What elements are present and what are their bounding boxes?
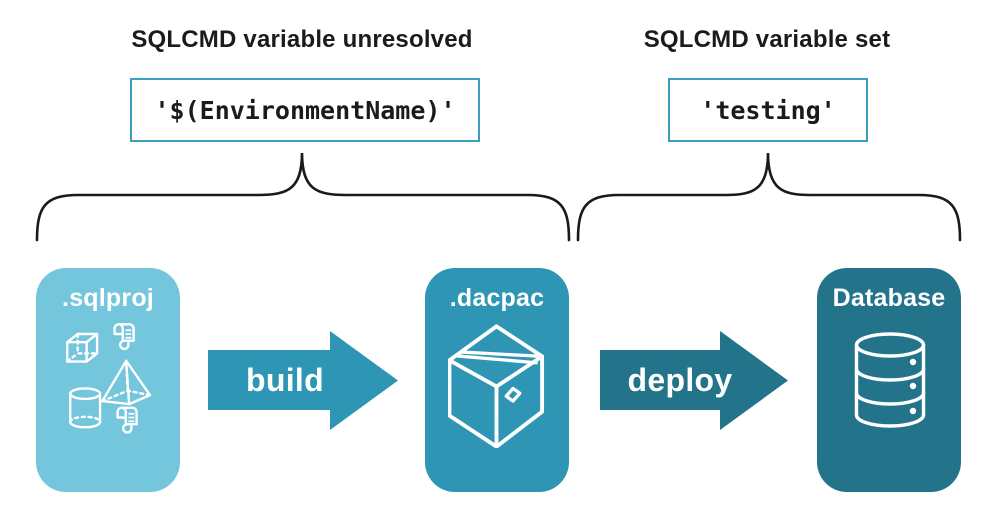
heading-variable-set: SQLCMD variable set — [643, 26, 891, 53]
stage-database: Database — [817, 268, 961, 492]
stage-dacpac-label: .dacpac — [449, 284, 545, 312]
left-brace-icon — [35, 152, 571, 242]
code-box-environment-variable: '$(EnvironmentName)' — [130, 78, 480, 142]
package-icon — [448, 324, 545, 448]
database-icon — [854, 332, 926, 428]
stage-sqlproj: .sqlproj — [36, 268, 180, 492]
deploy-arrow-label: deploy — [627, 361, 733, 398]
right-brace-icon — [576, 152, 962, 242]
code-testing-value: 'testing' — [700, 95, 836, 125]
build-arrow-label: build — [246, 361, 324, 398]
stage-sqlproj-label: .sqlproj — [62, 284, 154, 312]
deploy-arrow-icon — [600, 331, 788, 430]
code-environment-variable: '$(EnvironmentName)' — [154, 95, 456, 125]
sql-project-objects-icon — [66, 323, 152, 434]
build-arrow-icon — [208, 331, 398, 430]
heading-variable-unresolved: SQLCMD variable unresolved — [131, 26, 473, 53]
stage-database-label: Database — [832, 284, 946, 312]
stage-dacpac: .dacpac — [425, 268, 569, 492]
code-box-testing-value: 'testing' — [668, 78, 868, 142]
